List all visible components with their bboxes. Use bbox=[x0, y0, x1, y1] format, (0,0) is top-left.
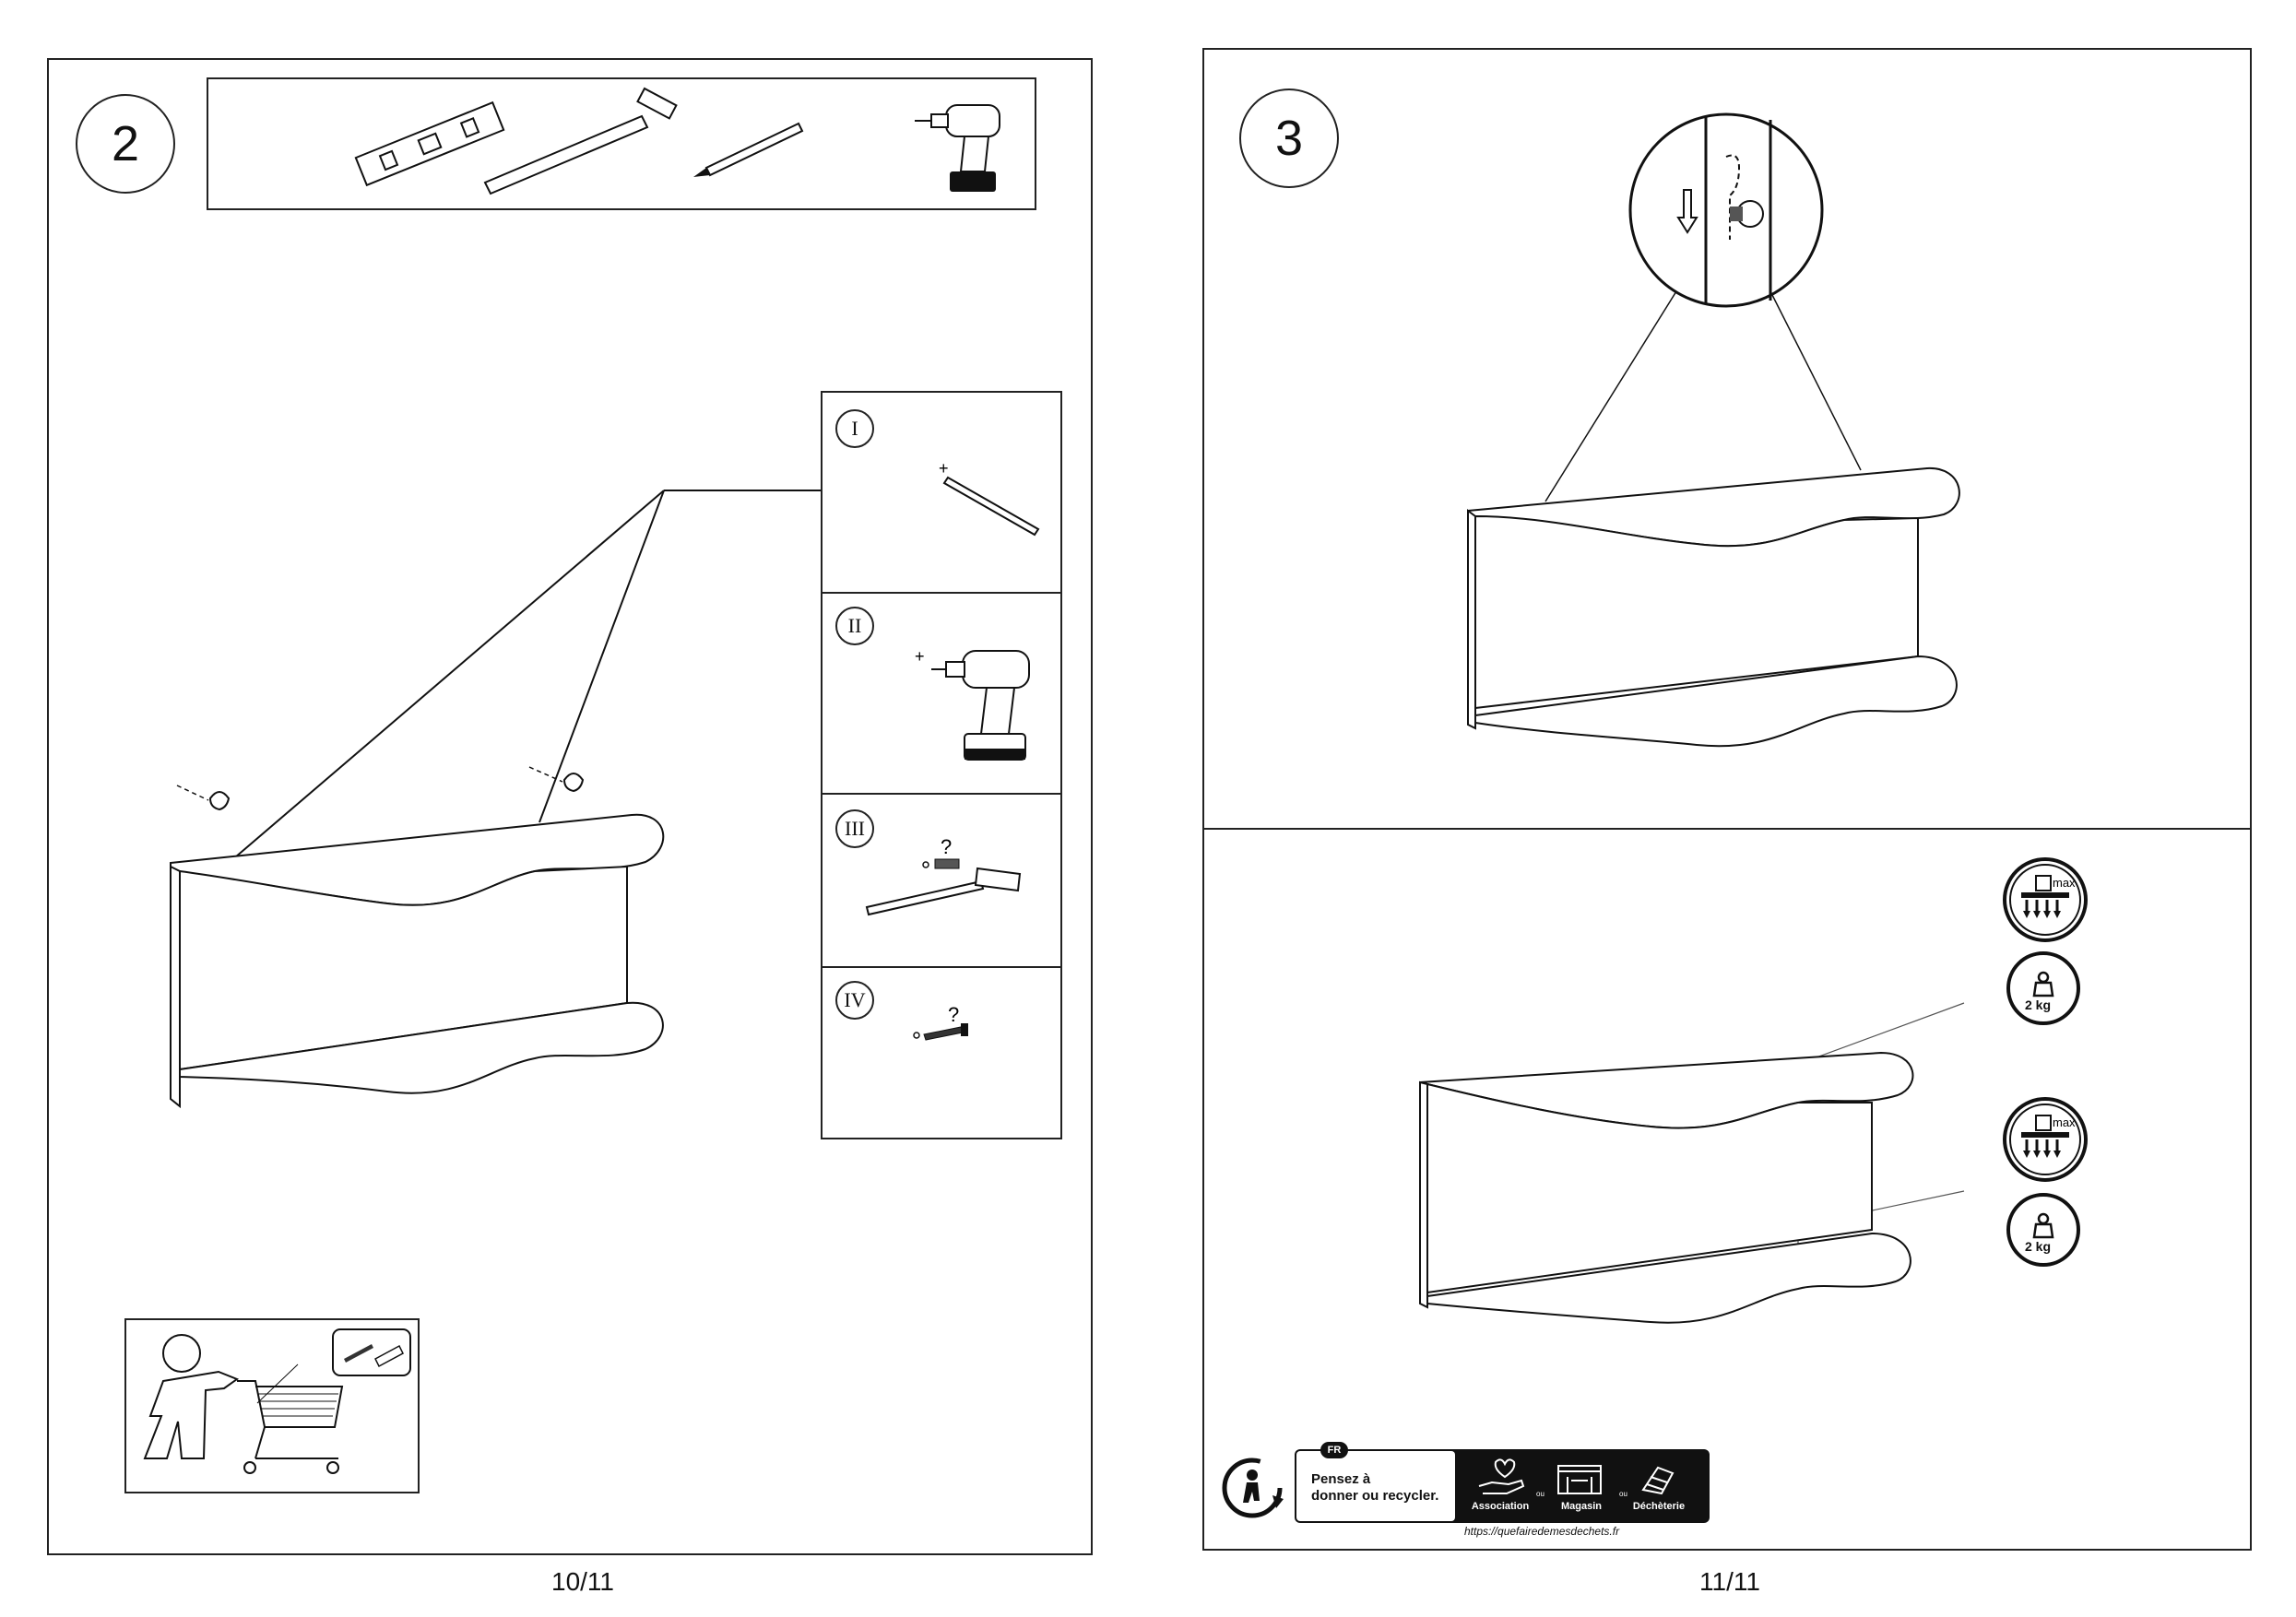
wave-shelf bbox=[1419, 1051, 1914, 1324]
substep-label-4: IV bbox=[835, 981, 874, 1020]
tools-box bbox=[207, 77, 1036, 210]
separator-1: ou bbox=[1536, 1490, 1544, 1498]
level-icon bbox=[354, 100, 505, 187]
store-icon bbox=[1557, 1465, 1602, 1494]
drill-icon: + bbox=[915, 647, 1030, 761]
page-number-left: 10/11 bbox=[551, 1567, 614, 1596]
step-number-2: 2 bbox=[76, 94, 175, 194]
drill-icon bbox=[915, 104, 1000, 192]
wall-plug-right bbox=[528, 766, 585, 793]
option-association: Association bbox=[1471, 1501, 1530, 1512]
recycling-banner: FR Pensez à donner ou recycler. ou ou As… bbox=[1295, 1442, 1710, 1523]
separator-2: ou bbox=[1619, 1490, 1627, 1498]
customer-service-box bbox=[124, 1318, 420, 1493]
recycling-message: FR Pensez à donner ou recycler. bbox=[1296, 1442, 1455, 1521]
weight-icon-top: 2 kg bbox=[2006, 951, 2080, 1025]
page-left bbox=[47, 58, 1093, 1555]
shelf-illustration-step3 bbox=[1467, 112, 1960, 748]
arrow-down-icon bbox=[1676, 189, 1698, 234]
svg-text:+: + bbox=[915, 647, 925, 666]
pencil-icon bbox=[693, 122, 804, 177]
recycle-icon bbox=[1222, 1458, 1284, 1518]
pencil-icon: + bbox=[939, 459, 1040, 537]
country-tag: FR bbox=[1320, 1442, 1348, 1458]
substep-question-3: ? bbox=[941, 835, 952, 858]
page-number-right: 11/11 bbox=[1699, 1567, 1760, 1596]
page-right-divider bbox=[1202, 828, 2252, 830]
weight-icon-bottom: 2 kg bbox=[2006, 1193, 2080, 1267]
option-magasin: Magasin bbox=[1560, 1501, 1602, 1512]
plug-icon bbox=[922, 858, 960, 869]
substep-label-3: III bbox=[835, 809, 874, 848]
step-number-3: 3 bbox=[1239, 89, 1339, 188]
max-badge-top: max bbox=[2053, 876, 2076, 890]
recycling-url[interactable]: https://quefairedemesdechets.fr bbox=[1464, 1525, 1620, 1538]
weight-label-top: 2 kg bbox=[2025, 997, 2052, 1012]
wall-plug-left bbox=[176, 785, 231, 811]
max-load-icon-top: max bbox=[2003, 857, 2088, 942]
heart-hand-icon bbox=[1478, 1458, 1525, 1494]
page-right bbox=[1202, 48, 2252, 1551]
substeps-panel: I II III IV + + ? bbox=[821, 391, 1062, 1139]
max-load-icon-bottom: max bbox=[2003, 1097, 2088, 1182]
recycling-title: Pensez à donner ou recycler. bbox=[1311, 1471, 1439, 1504]
shelf-illustration-step2 bbox=[170, 490, 821, 1109]
screw-plug-icon bbox=[332, 1328, 411, 1376]
person-cart-icon bbox=[143, 1334, 344, 1474]
wave-shelf bbox=[170, 813, 665, 1109]
option-decheterie: Déchèterie bbox=[1632, 1501, 1686, 1512]
hammer-icon bbox=[483, 87, 678, 195]
substep-label-2: II bbox=[835, 607, 874, 645]
wave-shelf bbox=[1467, 466, 1960, 748]
substep-label-1: I bbox=[835, 409, 874, 448]
hammer-icon bbox=[865, 867, 1022, 916]
waste-center-icon bbox=[1641, 1466, 1675, 1495]
max-badge-bottom: max bbox=[2053, 1115, 2076, 1129]
svg-text:+: + bbox=[939, 459, 949, 478]
screw-icon bbox=[913, 1023, 968, 1041]
weight-label-bottom: 2 kg bbox=[2025, 1239, 2052, 1254]
shelf-illustration-load bbox=[1419, 1002, 1965, 1324]
substep-question-4: ? bbox=[948, 1003, 959, 1026]
zoom-detail bbox=[1628, 112, 1824, 308]
